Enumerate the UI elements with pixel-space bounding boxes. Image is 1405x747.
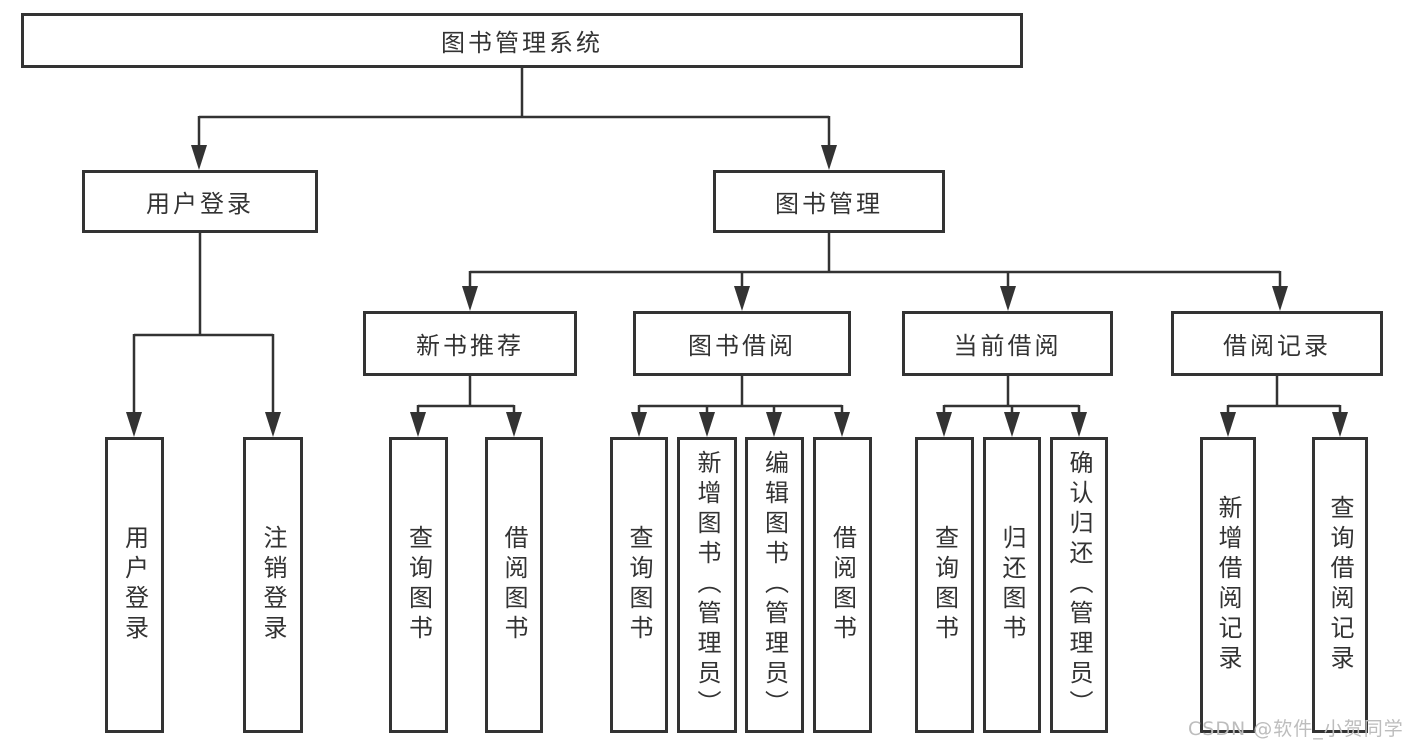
arrowhead — [1220, 412, 1236, 437]
leaf-add-borrow-record-label: 新增借阅记录 — [1214, 495, 1242, 675]
node-book-borrow-label: 图书借阅 — [688, 332, 796, 360]
leaf-confirm-return-admin: 确认归还（管理员） — [1050, 437, 1108, 733]
arrowhead — [766, 412, 782, 437]
leaf-borrow-books-label: 借阅图书 — [828, 525, 857, 645]
node-borrow-records-label: 借阅记录 — [1223, 332, 1331, 360]
arrowhead — [410, 412, 426, 437]
leaf-query-books-recommend: 查询图书 — [389, 437, 448, 733]
node-book-management: 图书管理 — [713, 170, 945, 233]
leaf-user-login: 用户登录 — [105, 437, 164, 733]
arrowhead — [191, 145, 207, 170]
node-current-borrow-label: 当前借阅 — [953, 332, 1062, 360]
arrowhead — [506, 412, 522, 437]
leaf-query-books-current: 查询图书 — [915, 437, 974, 733]
arrowhead — [1000, 286, 1016, 311]
connector-newbook-to-leaves — [416, 375, 516, 418]
watermark: CSDN @软件_小贺同学 — [1188, 718, 1404, 740]
leaf-user-login-label: 用户登录 — [120, 525, 149, 645]
arrowhead — [631, 412, 647, 437]
node-root-label: 图书管理系统 — [441, 29, 603, 57]
leaf-borrow-books-recommend: 借阅图书 — [485, 437, 543, 733]
node-current-borrow: 当前借阅 — [902, 311, 1113, 376]
leaf-confirm-return-admin-label: 确认归还（管理员） — [1065, 450, 1093, 720]
node-user-login: 用户登录 — [82, 170, 318, 233]
node-root: 图书管理系统 — [21, 13, 1023, 68]
arrowhead — [1332, 412, 1348, 437]
leaf-borrow-books-recommend-label: 借阅图书 — [500, 525, 528, 645]
node-borrow-records: 借阅记录 — [1171, 311, 1383, 376]
leaf-query-books-current-label: 查询图书 — [930, 525, 959, 645]
arrowhead — [821, 145, 837, 170]
leaf-add-book-admin: 新增图书（管理员） — [677, 437, 737, 733]
arrowhead — [126, 412, 142, 437]
leaf-logout-label: 注销登录 — [259, 525, 287, 645]
leaf-query-borrow-record-label: 查询借阅记录 — [1326, 495, 1354, 675]
arrowhead — [1004, 412, 1020, 437]
leaf-logout: 注销登录 — [243, 437, 303, 733]
connector-bookborrow-to-leaves — [637, 375, 844, 418]
arrowhead — [936, 412, 952, 437]
leaf-query-borrow-record: 查询借阅记录 — [1312, 437, 1368, 733]
leaf-query-books-recommend-label: 查询图书 — [404, 525, 433, 645]
leaf-add-borrow-record: 新增借阅记录 — [1200, 437, 1256, 733]
connector-root-to-level1 — [197, 66, 831, 150]
leaf-borrow-books: 借阅图书 — [813, 437, 872, 733]
leaf-query-books-borrow-label: 查询图书 — [625, 525, 653, 645]
leaf-add-book-admin-label: 新增图书（管理员） — [693, 450, 721, 720]
leaf-return-book: 归还图书 — [983, 437, 1041, 733]
arrowhead — [734, 286, 750, 311]
arrowhead — [265, 412, 281, 437]
arrowhead — [834, 412, 850, 437]
leaf-edit-book-admin-label: 编辑图书（管理员） — [760, 450, 789, 720]
arrowhead — [462, 286, 478, 311]
arrowhead — [1272, 286, 1288, 311]
arrowhead — [699, 412, 715, 437]
node-new-book-recommend-label: 新书推荐 — [416, 332, 524, 360]
leaf-query-books-borrow: 查询图书 — [610, 437, 668, 733]
node-book-borrow: 图书借阅 — [633, 311, 851, 376]
leaf-return-book-label: 归还图书 — [998, 525, 1026, 645]
connector-bookmgmt-to-level2 — [468, 231, 1282, 292]
leaf-edit-book-admin: 编辑图书（管理员） — [745, 437, 804, 733]
connector-borrowrecords-to-leaves — [1226, 375, 1342, 418]
node-book-management-label: 图书管理 — [775, 190, 883, 218]
arrowhead — [1071, 412, 1087, 437]
connector-userlogin-to-leaves — [132, 231, 275, 418]
node-user-login-label: 用户登录 — [146, 190, 254, 218]
node-new-book-recommend: 新书推荐 — [363, 311, 577, 376]
connector-currentborrow-to-leaves — [942, 375, 1081, 418]
